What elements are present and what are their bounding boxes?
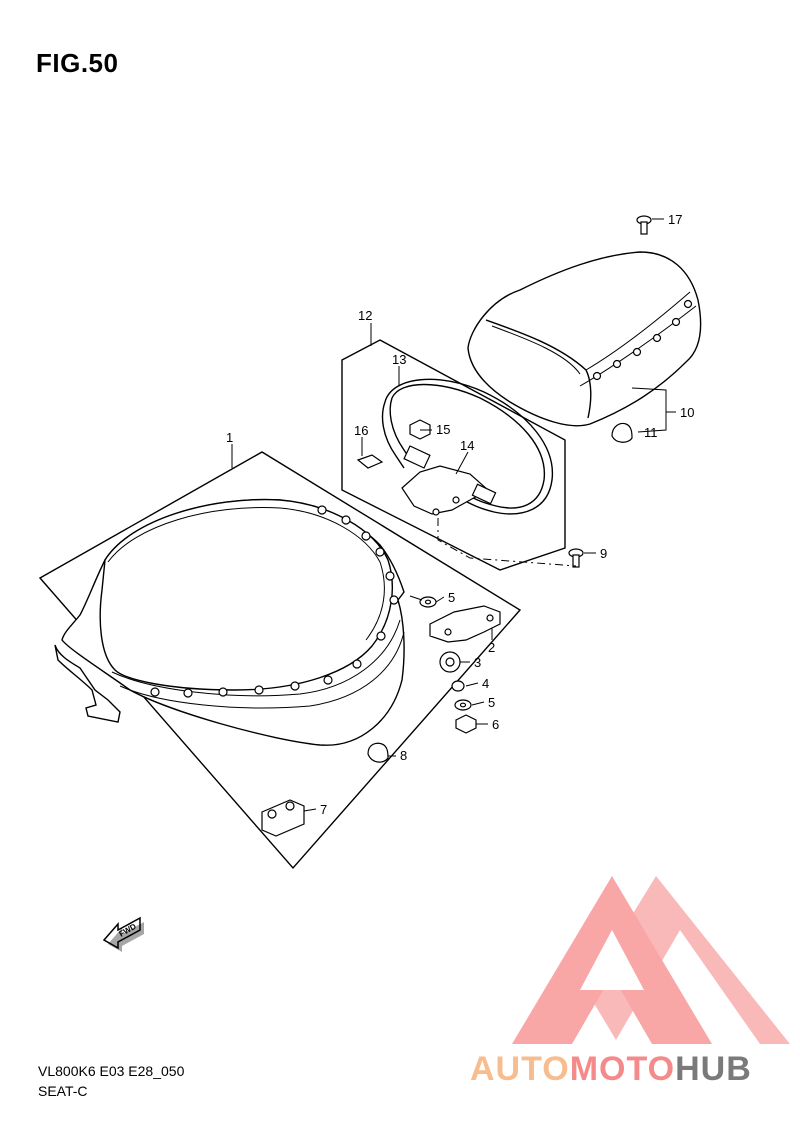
callout-1: 1 xyxy=(226,430,233,445)
watermark-auto: AUTO xyxy=(470,1050,570,1088)
callout-9: 9 xyxy=(600,546,607,561)
callout-13: 13 xyxy=(392,352,406,367)
callout-3: 3 xyxy=(474,655,481,670)
passenger-seat xyxy=(467,251,702,427)
section-name: SEAT-C xyxy=(38,1083,88,1099)
fwd-arrow-icon: FWD xyxy=(102,916,144,952)
callout-4: 4 xyxy=(482,676,489,691)
watermark-logo xyxy=(512,876,790,1044)
spacer-4 xyxy=(451,680,465,692)
rubber-16 xyxy=(356,454,384,469)
callout-labels: 1 2 3 4 5 5 6 7 8 9 10 11 12 13 14 15 16… xyxy=(226,212,694,817)
grommet-3 xyxy=(439,651,461,673)
callout-16: 16 xyxy=(354,423,368,438)
leader-lines xyxy=(231,218,676,812)
watermark-hub: HUB xyxy=(675,1050,752,1088)
callout-7: 7 xyxy=(320,802,327,817)
block-7 xyxy=(261,799,305,837)
drawing-code: VL800K6 E03 E28_050 xyxy=(38,1063,185,1079)
callout-5a: 5 xyxy=(448,590,455,605)
bracket-2 xyxy=(429,605,501,643)
callout-8: 8 xyxy=(400,748,407,763)
rider-seat-frame xyxy=(38,451,522,870)
cap-11 xyxy=(611,422,633,443)
callout-5b: 5 xyxy=(488,695,495,710)
bolt-17 xyxy=(636,215,652,235)
rider-seat xyxy=(54,498,405,746)
callout-14: 14 xyxy=(460,438,474,453)
callout-12: 12 xyxy=(358,308,372,323)
washer-5b xyxy=(454,699,472,711)
passenger-seat-frame xyxy=(341,339,566,571)
grab-strap xyxy=(381,378,554,515)
watermark-text: AUTOMOTOHUB xyxy=(470,1050,752,1088)
cushion-8 xyxy=(367,742,389,763)
callout-10: 10 xyxy=(680,405,694,420)
callout-15: 15 xyxy=(436,422,450,437)
washer-5a xyxy=(419,596,437,608)
callout-2: 2 xyxy=(488,640,495,655)
bolt-9 xyxy=(568,548,584,568)
callout-17: 17 xyxy=(668,212,682,227)
nut-6 xyxy=(455,714,477,734)
watermark-moto: MOTO xyxy=(570,1050,675,1088)
callout-6: 6 xyxy=(492,717,499,732)
strap-bracket xyxy=(401,445,497,516)
figure-title: FIG.50 xyxy=(36,48,119,78)
svg-text:AUTOMOTOHUB: AUTOMOTOHUB xyxy=(470,1050,752,1088)
callout-11: 11 xyxy=(644,425,658,440)
